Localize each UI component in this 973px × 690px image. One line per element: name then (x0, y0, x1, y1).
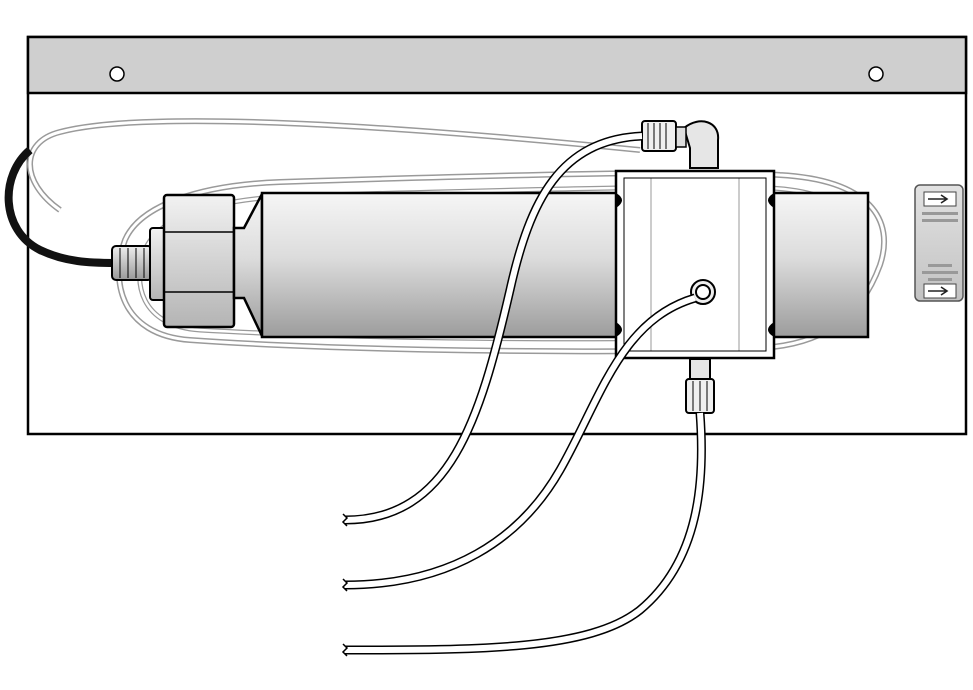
bottom-fitting (685, 358, 715, 414)
center-port (690, 279, 716, 305)
hose-inlet-top (344, 131, 643, 525)
arrow-right-icon (923, 191, 957, 207)
lamp-end-nut (162, 193, 236, 329)
hose-cut-ends (341, 513, 349, 657)
uv-tube-body (260, 191, 870, 339)
cable-gland (111, 227, 167, 301)
mounting-hole-right-icon (868, 66, 884, 82)
top-rail (26, 35, 968, 95)
arrow-right-icon (923, 283, 957, 299)
hose-center (344, 293, 697, 590)
power-cable (4, 146, 116, 267)
hose-outlet-bottom (344, 412, 706, 655)
elbow-fitting (641, 120, 720, 169)
flow-direction-label (914, 184, 964, 302)
mounting-hole-left-icon (109, 66, 125, 82)
